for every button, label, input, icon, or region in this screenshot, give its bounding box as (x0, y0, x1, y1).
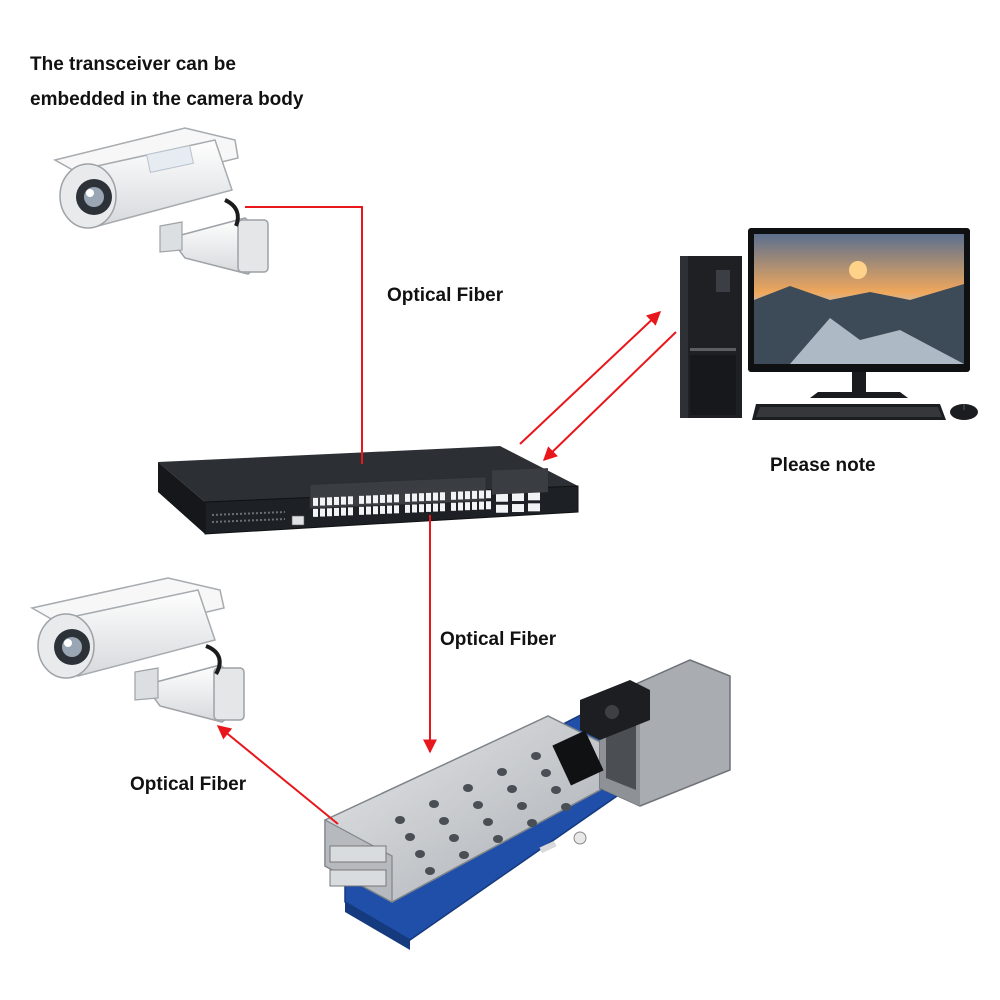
switch-port (479, 501, 484, 510)
link-module-to-camera-bottom (216, 725, 339, 825)
note-text-line-1: The transceiver can be (30, 54, 236, 75)
switch-port (486, 490, 491, 499)
fiber-links (216, 206, 677, 825)
switch-port (313, 508, 318, 517)
switch-port (405, 504, 410, 513)
link-computer-to-switch (542, 331, 677, 461)
switch-port (380, 505, 385, 514)
switch-port (366, 495, 371, 504)
switch-sfp-port (528, 503, 540, 512)
switch-port (412, 504, 417, 513)
switch-port (320, 508, 325, 517)
cage-vent-hole (405, 833, 415, 841)
fiber-label-bottom-left: Optical Fiber (130, 774, 247, 795)
desktop-pc-icon (680, 228, 978, 420)
switch-port (465, 502, 470, 511)
switch-port (451, 502, 456, 511)
cage-vent-hole (425, 867, 435, 875)
switch-port (479, 490, 484, 499)
switch-port (348, 507, 353, 516)
network-switch-icon (158, 446, 579, 535)
cage-vent-hole (531, 752, 541, 760)
fiber-label-top: Optical Fiber (387, 285, 504, 306)
cage-vent-hole (459, 851, 469, 859)
switch-port (433, 492, 438, 501)
switch-port (334, 507, 339, 516)
switch-port (472, 490, 477, 499)
switch-port (327, 508, 332, 517)
cage-vent-hole (463, 784, 473, 792)
link-switch-to-computer (519, 311, 662, 445)
switch-port (419, 493, 424, 502)
cage-vent-hole (541, 769, 551, 777)
cage-vent-hole (507, 785, 517, 793)
switch-port (359, 506, 364, 515)
fiber-label-middle: Optical Fiber (440, 629, 557, 650)
switch-port (440, 503, 445, 512)
switch-port (348, 496, 353, 505)
switch-port (405, 493, 410, 502)
switch-port (426, 503, 431, 512)
note-text-line-2: embedded in the camera body (30, 89, 304, 110)
cage-vent-hole (493, 835, 503, 843)
cage-vent-hole (449, 834, 459, 842)
switch-port (433, 503, 438, 512)
switch-port (440, 492, 445, 501)
switch-port (465, 491, 470, 500)
switch-port (341, 496, 346, 505)
switch-port (380, 494, 385, 503)
switch-port (412, 493, 417, 502)
cage-vent-hole (483, 818, 493, 826)
switch-sfp-port (496, 493, 508, 502)
camera-bottom-icon (29, 577, 245, 723)
switch-port (419, 504, 424, 513)
camera-top-icon (52, 127, 269, 275)
cage-vent-hole (473, 801, 483, 809)
link-camera-top-to-switch (245, 206, 363, 464)
switch-port (486, 501, 491, 510)
switch-port (320, 497, 325, 506)
switch-sfp-port (512, 504, 524, 513)
switch-sfp-port (512, 493, 524, 502)
cage-vent-hole (415, 850, 425, 858)
cage-vent-hole (429, 800, 439, 808)
switch-port (341, 507, 346, 516)
switch-port (359, 495, 364, 504)
cage-vent-hole (395, 816, 405, 824)
switch-port (373, 506, 378, 515)
cage-vent-hole (551, 786, 561, 794)
switch-sfp-port (528, 492, 540, 501)
switch-port (387, 494, 392, 503)
switch-port (394, 494, 399, 503)
cage-vent-hole (497, 768, 507, 776)
switch-port (394, 505, 399, 514)
switch-sfp-port (496, 504, 508, 513)
switch-port (472, 501, 477, 510)
switch-port (373, 495, 378, 504)
sfp-fiber-transceiver-icon (324, 659, 731, 950)
please-note-label: Please note (770, 455, 876, 476)
switch-port (458, 491, 463, 500)
cage-vent-hole (517, 802, 527, 810)
switch-port (451, 491, 456, 500)
switch-port (334, 496, 339, 505)
switch-port (327, 497, 332, 506)
switch-port (387, 505, 392, 514)
switch-port (426, 492, 431, 501)
cage-vent-hole (439, 817, 449, 825)
switch-port (313, 497, 318, 506)
switch-port (366, 506, 371, 515)
cage-vent-hole (561, 803, 571, 811)
cage-vent-hole (527, 819, 537, 827)
switch-port (458, 502, 463, 511)
